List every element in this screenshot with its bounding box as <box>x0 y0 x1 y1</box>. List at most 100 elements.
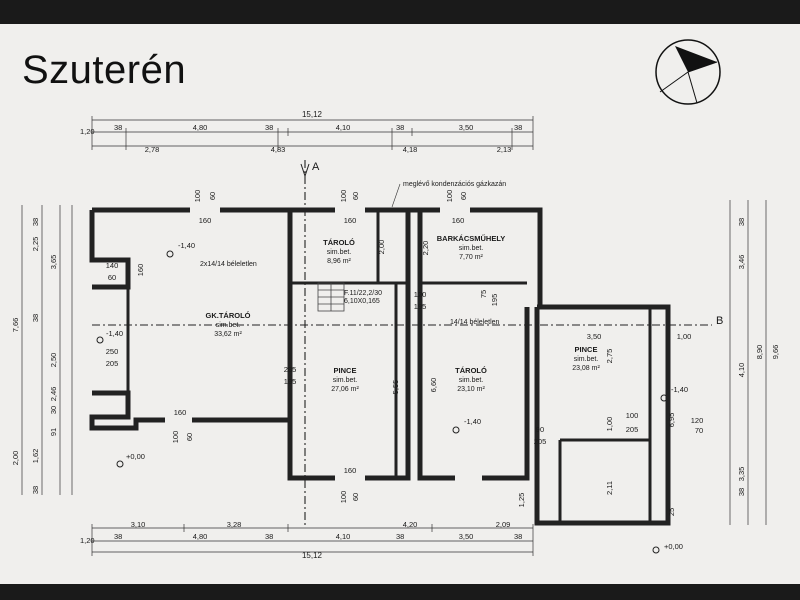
svg-text:sim.bet.: sim.bet. <box>459 377 484 384</box>
opening-dim-label: 90 <box>536 425 544 434</box>
room-pince-2: PINCE sim.bet. 23,08 m² <box>572 345 600 372</box>
dim-top2-3: 4,18 <box>403 145 418 154</box>
dim-left-a3: 38 <box>31 314 40 322</box>
top-dimension-lines <box>91 116 534 150</box>
svg-text:-1,40: -1,40 <box>178 241 195 250</box>
north-arrow-icon <box>655 39 721 105</box>
note-opening-b: 14/14 béleletlen <box>450 319 500 326</box>
level-markers: -1,40 -1,40 +0,00 -1,40 -1,40 +0,00 <box>96 241 688 554</box>
opening-dim-label: 195 <box>490 294 499 307</box>
svg-text:+0,00: +0,00 <box>126 452 145 461</box>
svg-text:sim.bet.: sim.bet. <box>216 322 241 329</box>
dim-right-b2: 4,10 <box>737 363 746 378</box>
svg-text:-1,40: -1,40 <box>464 417 481 426</box>
opening-dim-label: 160 <box>344 466 357 475</box>
dim-bottom2-4: 38 <box>265 532 273 541</box>
plan-title: Szuterén <box>22 48 187 92</box>
dim-left-b2: 2,50 <box>49 353 58 368</box>
dim-right-a2: 8,90 <box>755 345 764 360</box>
dim-left-b4: 30 <box>49 406 58 414</box>
opening-dim-label: 3,50 <box>587 332 602 341</box>
dim-bottom2-8: 38 <box>514 532 522 541</box>
section-line-a <box>300 160 310 525</box>
svg-text:PINCE: PINCE <box>575 345 598 354</box>
opening-dim-label: 2,00 <box>377 240 386 255</box>
dim-right-b3: 38 <box>737 488 746 496</box>
opening-dim-label: 1,25 <box>517 493 526 508</box>
outer-walls <box>89 207 671 526</box>
dim-top-total: 15,12 <box>302 110 323 119</box>
opening-dim-label: 60 <box>208 192 217 200</box>
opening-dim-label: 60 <box>459 192 468 200</box>
opening-dim-label: 100 <box>193 190 202 203</box>
dim-left-c1: 2,00 <box>11 451 20 466</box>
svg-text:sim.bet.: sim.bet. <box>327 249 352 256</box>
dim-bottom2-6: 38 <box>396 532 404 541</box>
opening-dim-label: 60 <box>351 493 360 501</box>
room-barkacsmuhely: BARKÁCSMŰHELY sim.bet. 7,70 m² <box>437 234 505 261</box>
opening-dim-label: 205 <box>534 437 547 446</box>
svg-text:TÁROLÓ: TÁROLÓ <box>455 366 487 375</box>
section-a-label: A <box>312 161 320 173</box>
opening-dim-label: 5,55 <box>391 380 400 395</box>
svg-text:PINCE: PINCE <box>334 366 357 375</box>
svg-text:-1,40: -1,40 <box>106 329 123 338</box>
opening-dim-label: 2,11 <box>605 481 614 495</box>
opening-dim-label: 195 <box>414 302 427 311</box>
dim-top-3: 4,80 <box>193 123 208 132</box>
opening-dim-label: 100 <box>626 411 639 420</box>
opening-dim-label: 195 <box>284 377 297 386</box>
dim-top-8: 38 <box>514 123 522 132</box>
inner-walls <box>126 210 652 523</box>
dim-right-a3: 3,35 <box>737 467 746 482</box>
dim-bottom2-2: 38 <box>114 532 122 541</box>
room-pince-1: PINCE sim.bet. 27,06 m² <box>331 366 359 393</box>
opening-dim-label: 205 <box>626 425 639 434</box>
dim-left-c3: 38 <box>31 486 40 494</box>
note-opening-a: 2x14/14 béleletlen <box>200 261 257 268</box>
dim-left-a1: 38 <box>31 218 40 226</box>
stair-note-2: 6,10X0,165 <box>344 298 380 305</box>
opening-dim-label: 1,00 <box>677 332 692 341</box>
opening-dim-label: 160 <box>136 264 145 277</box>
dim-bottom2-1: 1,20 <box>80 536 95 545</box>
svg-text:GK.TÁROLÓ: GK.TÁROLÓ <box>206 311 251 320</box>
dim-top2-1: 2,78 <box>145 145 160 154</box>
dim-top-4: 38 <box>265 123 273 132</box>
dim-right-c2: 25 <box>667 508 676 516</box>
dim-right-a1: 3,46 <box>737 255 746 270</box>
opening-dim-label: 2,75 <box>605 349 614 364</box>
dim-top-2: 38 <box>114 123 122 132</box>
note-kazan-leader <box>391 183 401 208</box>
dim-bottom-4: 2,09 <box>496 520 511 529</box>
svg-text:sim.bet.: sim.bet. <box>333 377 358 384</box>
opening-dim-label: 75 <box>479 290 488 298</box>
svg-text:TÁROLÓ: TÁROLÓ <box>323 238 355 247</box>
dim-top-7: 3,50 <box>459 123 474 132</box>
opening-dim-label: 60 <box>185 433 194 441</box>
svg-text:BARKÁCSMŰHELY: BARKÁCSMŰHELY <box>437 234 505 243</box>
dim-bottom-total: 15,12 <box>302 551 323 560</box>
room-gk-tarolo: GK.TÁROLÓ sim.bet. 33,62 m² <box>206 311 251 338</box>
stair-note-1: F.11/22,2/30 <box>344 290 382 297</box>
right-dimension-lines <box>729 200 767 525</box>
opening-dim-label: 160 <box>174 408 187 417</box>
room-taroló-1: TÁROLÓ sim.bet. 8,96 m² <box>323 238 355 265</box>
dim-bottom2-5: 4,10 <box>336 532 351 541</box>
opening-dim-label: 120 <box>691 416 704 425</box>
dim-top-5: 4,10 <box>336 123 351 132</box>
opening-dim-label: 285 <box>284 365 297 374</box>
left-dimension-lines <box>21 205 73 495</box>
opening-dim-label: 6,60 <box>429 378 438 393</box>
opening-dim-label: 60 <box>108 273 116 282</box>
dim-top-1: 1,20 <box>80 127 95 136</box>
section-b-label: B <box>716 315 723 327</box>
opening-dim-label: 120 <box>414 290 427 299</box>
room-tarolo-2: TÁROLÓ sim.bet. 23,10 m² <box>455 366 487 393</box>
note-kazan: meglévő kondenzációs gázkazán <box>403 181 506 188</box>
dim-top2-2: 4,83 <box>271 145 286 154</box>
dim-left-b5: 91 <box>49 428 58 436</box>
dim-right-c1: 6,95 <box>667 413 676 428</box>
